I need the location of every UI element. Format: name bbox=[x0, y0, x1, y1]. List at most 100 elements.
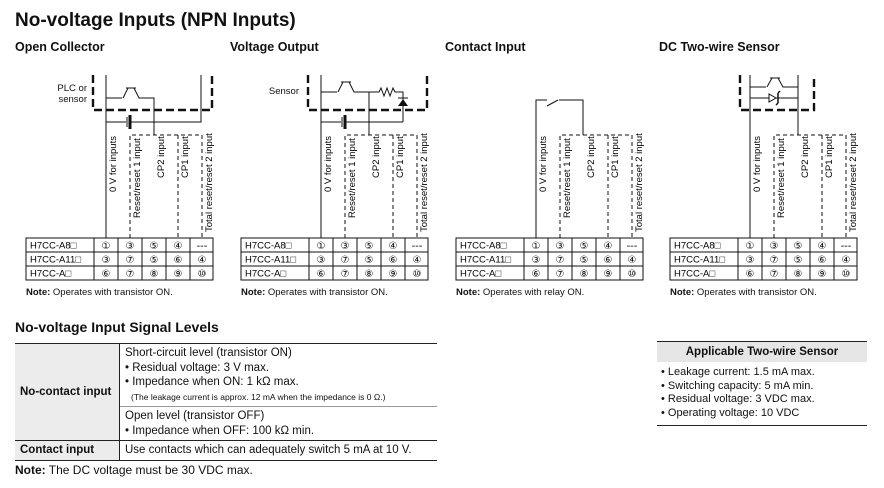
pin-number: ④ bbox=[413, 255, 422, 266]
pin-number: ⑩ bbox=[413, 269, 422, 280]
open-level-title: Open level (transistor OFF) bbox=[125, 410, 265, 422]
note-text: The DC voltage must be 30 VDC max. bbox=[48, 463, 253, 477]
two-wire-sensor-table: Applicable Two-wire Sensor • Leakage cur… bbox=[657, 341, 867, 426]
terminal-label: CP2 input bbox=[156, 136, 167, 178]
terminal-label: CP1 input bbox=[395, 136, 406, 178]
pin-number: ① bbox=[317, 241, 326, 252]
page-title: No-voltage Inputs (NPN Inputs) bbox=[15, 10, 296, 31]
note-text: Operates with transistor ON. bbox=[696, 287, 817, 298]
pin-number: ④ bbox=[842, 255, 851, 266]
dc-voltage-note: Note: The DC voltage must be 30 VDC max. bbox=[15, 463, 253, 477]
pin-number: ③ bbox=[341, 241, 350, 252]
model-name: H7CC-A8□ bbox=[460, 241, 507, 252]
short-circuit-cell: Short-circuit level (transistor ON) • Re… bbox=[120, 344, 438, 407]
no-contact-input-label: No-contact input bbox=[15, 343, 120, 441]
pin-number: ⑧ bbox=[580, 269, 589, 280]
terminal-label: Total reset/reset 2 input bbox=[419, 133, 430, 232]
pin-number: ⑧ bbox=[150, 269, 159, 280]
pin-number: ⑧ bbox=[365, 269, 374, 280]
note-prefix: Note: bbox=[241, 287, 266, 298]
terminal-label: CP1 input bbox=[180, 136, 191, 178]
list-item: • Leakage current: 1.5 mA max. bbox=[661, 366, 815, 378]
pin-number: ⑤ bbox=[365, 255, 374, 266]
list-item: • Operating voltage: 10 VDC bbox=[661, 406, 800, 419]
terminal-label: 0 V for inputs bbox=[752, 136, 763, 192]
pin-number: ⑨ bbox=[389, 269, 398, 280]
terminal-label: Total reset/reset 2 input bbox=[204, 133, 215, 232]
pin-number: ⑦ bbox=[126, 255, 135, 266]
pin-number: ⑥ bbox=[174, 255, 183, 266]
table-row bbox=[240, 265, 429, 281]
table-row bbox=[25, 265, 214, 281]
pin-number: ⑦ bbox=[556, 255, 565, 266]
list-item: • Residual voltage: 3 V max. bbox=[125, 361, 270, 374]
pin-number: ⑨ bbox=[174, 269, 183, 280]
panel-heading: DC Two-wire Sensor bbox=[659, 40, 780, 54]
note-prefix: Note: bbox=[15, 463, 46, 477]
table-row: Open level (transistor OFF) • Impedance … bbox=[15, 406, 438, 441]
contact-input-label: Contact input bbox=[15, 440, 120, 460]
panel-note: Note: Operates with transistor ON. bbox=[26, 287, 173, 298]
pin-number: ⑤ bbox=[365, 241, 374, 252]
table-row bbox=[669, 265, 858, 281]
wiring-diagram: 0 V for inputs Reset/reset 1 input CP2 inp… bbox=[25, 75, 215, 281]
model-name: H7CC-A11□ bbox=[245, 255, 296, 266]
model-name: H7CC-A□ bbox=[674, 269, 715, 280]
terminal-label: Reset/reset 1 input bbox=[776, 138, 787, 218]
pin-number: ④ bbox=[628, 255, 637, 266]
note-prefix: Note: bbox=[26, 287, 51, 298]
circuit-diagram bbox=[738, 75, 816, 238]
signal-levels-heading: No-voltage Input Signal Levels bbox=[15, 319, 219, 335]
contact-input-text: Use contacts which can adequately switch… bbox=[125, 444, 412, 456]
list-item: • Impedance when ON: 1 kΩ max. bbox=[125, 376, 299, 388]
model-name: H7CC-A□ bbox=[245, 269, 286, 280]
pin-number: --- bbox=[841, 241, 852, 252]
terminal-label: CP1 input bbox=[610, 136, 621, 178]
pin-number: ⑦ bbox=[556, 269, 565, 280]
pin-number: ① bbox=[102, 241, 111, 252]
note-text: Operates with transistor ON. bbox=[52, 287, 173, 298]
pin-number: ⑥ bbox=[532, 269, 541, 280]
terminal-label: Reset/reset 1 input bbox=[132, 138, 143, 218]
table-row: No-contact input Short-circuit level (tr… bbox=[15, 343, 438, 441]
pin-number: --- bbox=[627, 241, 638, 252]
pin-number: ⑥ bbox=[317, 269, 326, 280]
pin-number: ⑤ bbox=[580, 255, 589, 266]
model-name: H7CC-A8□ bbox=[30, 241, 77, 252]
panel-note: Note: Operates with transistor ON. bbox=[241, 287, 388, 298]
panel-note: Note: Operates with relay ON. bbox=[456, 287, 584, 298]
circuit-diagram bbox=[306, 75, 429, 238]
pin-number: ⑨ bbox=[604, 269, 613, 280]
wiring-panel-oc: 0 V for inputs Reset/reset 1 input CP2 inp… bbox=[0, 0, 230, 310]
model-name: H7CC-A11□ bbox=[460, 255, 511, 266]
model-name: H7CC-A□ bbox=[460, 269, 501, 280]
pin-number: ⑤ bbox=[794, 255, 803, 266]
pin-number: ⑩ bbox=[842, 269, 851, 280]
pin-number: --- bbox=[412, 241, 423, 252]
terminal-label: CP2 input bbox=[371, 136, 382, 178]
list-item: • Residual voltage: 3 VDC max. bbox=[661, 393, 815, 405]
pin-number: ⑥ bbox=[604, 255, 613, 266]
dashed-wires bbox=[129, 134, 203, 238]
pin-number: ③ bbox=[317, 255, 326, 266]
dashed-wires bbox=[344, 134, 418, 238]
pin-number: ④ bbox=[818, 241, 827, 252]
model-name: H7CC-A11□ bbox=[674, 255, 725, 266]
pin-number: ③ bbox=[532, 255, 541, 266]
panel-note: Note: Operates with transistor ON. bbox=[670, 287, 817, 298]
pin-number: ⑤ bbox=[150, 255, 159, 266]
terminal-label: 0 V for inputs bbox=[108, 136, 119, 192]
note-prefix: Note: bbox=[670, 287, 695, 298]
terminal-label: Reset/reset 1 input bbox=[347, 138, 358, 218]
terminal-label: Total reset/reset 2 input bbox=[848, 133, 859, 232]
pin-number: ③ bbox=[556, 241, 565, 252]
pin-number: --- bbox=[197, 241, 208, 252]
pin-number: ⑦ bbox=[341, 255, 350, 266]
model-name: H7CC-A8□ bbox=[674, 241, 721, 252]
terminal-label: Reset/reset 1 input bbox=[562, 138, 573, 218]
open-level-cell: Open level (transistor OFF) • Impedance … bbox=[120, 407, 438, 441]
